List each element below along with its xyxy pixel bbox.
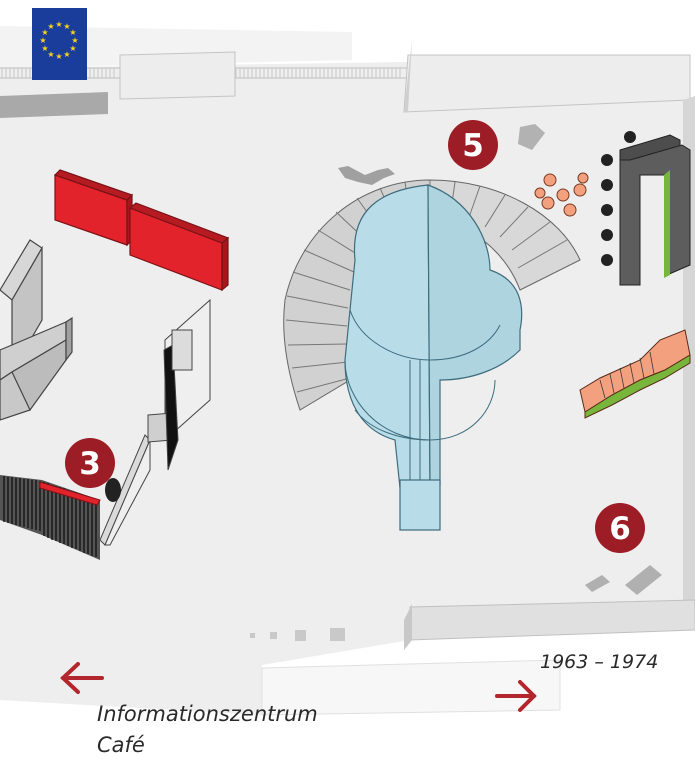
floor-plate-2 <box>625 565 662 595</box>
svg-text:★: ★ <box>47 50 54 59</box>
marker-3[interactable]: 3 <box>65 438 115 488</box>
upper-wall <box>0 26 352 68</box>
center-partitions <box>99 298 211 546</box>
cafe-tables <box>534 172 589 217</box>
small-object <box>518 124 545 150</box>
floor-plate-1 <box>585 575 610 592</box>
bar-counter <box>601 131 691 286</box>
marker-6-number: 6 <box>609 511 631 547</box>
marker-3-number: 3 <box>79 446 101 482</box>
marker-5-number: 5 <box>462 128 484 164</box>
eu-flag-icon: ★★★ ★★★ ★★★ ★★★ <box>32 8 87 80</box>
svg-text:★: ★ <box>41 28 48 37</box>
svg-text:★: ★ <box>41 44 48 53</box>
display-steps <box>579 329 691 419</box>
svg-text:★: ★ <box>39 36 46 45</box>
left-wall-edge <box>404 40 412 112</box>
left-grey-block <box>0 92 108 118</box>
svg-text:★: ★ <box>69 28 76 37</box>
arrow-left-icon[interactable] <box>60 662 104 694</box>
grille-display <box>0 475 121 560</box>
red-exhibit-panels <box>53 169 230 292</box>
arrow-right-icon[interactable] <box>495 680 537 712</box>
svg-text:★: ★ <box>63 22 70 31</box>
figure-silhouette <box>338 166 395 185</box>
svg-text:★: ★ <box>55 52 62 61</box>
svg-text:★: ★ <box>55 20 62 29</box>
nav-label-period[interactable]: 1963 – 1974 <box>540 651 659 673</box>
nav-label-cafe[interactable]: Café <box>97 733 145 757</box>
svg-text:★: ★ <box>69 44 76 53</box>
marker-5[interactable]: 5 <box>448 120 498 170</box>
top-wall-box-1 <box>119 51 236 100</box>
bottom-right-wall-edge <box>404 604 412 650</box>
floor-markers <box>250 628 345 641</box>
left-display-walls <box>0 239 73 421</box>
nav-label-informationszentrum[interactable]: Informationszentrum <box>97 702 318 726</box>
marker-6[interactable]: 6 <box>595 503 645 553</box>
svg-text:★: ★ <box>71 36 78 45</box>
bottom-right-wall <box>409 599 695 641</box>
bottom-panel <box>261 659 561 716</box>
svg-text:★: ★ <box>47 22 54 31</box>
svg-text:★: ★ <box>63 50 70 59</box>
spiral-staircase <box>283 179 581 531</box>
